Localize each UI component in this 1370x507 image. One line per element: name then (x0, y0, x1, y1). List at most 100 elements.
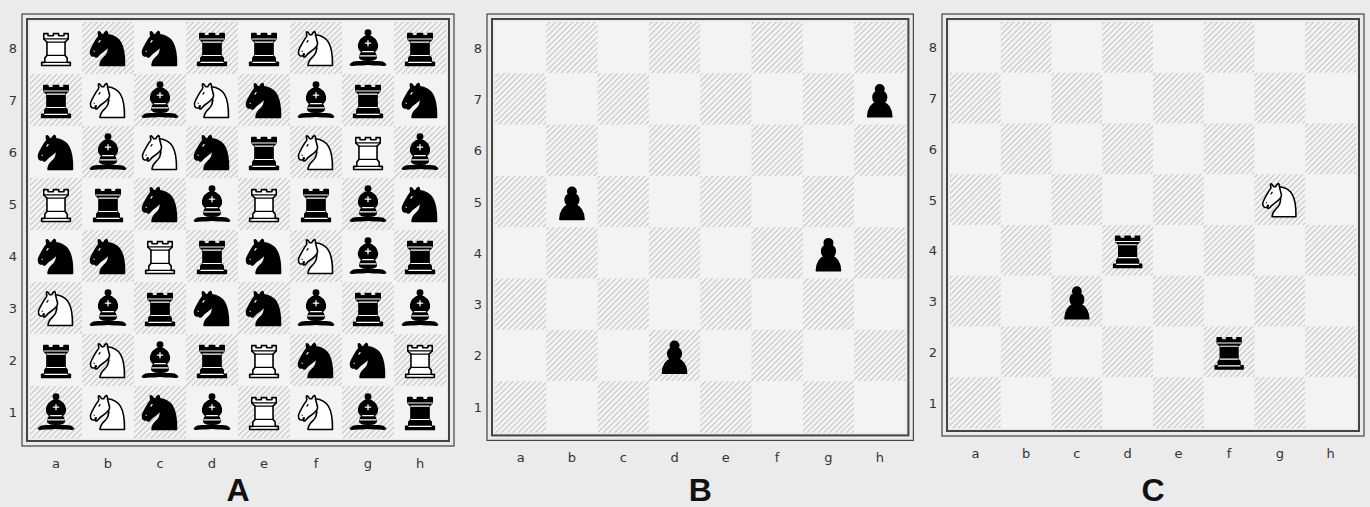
board-square (186, 230, 238, 282)
piece-body (250, 138, 279, 170)
black-rook (198, 242, 227, 274)
board-square (700, 176, 752, 228)
board-square (546, 73, 598, 125)
piece-detail (44, 39, 68, 62)
dark-square-hatch (854, 125, 906, 177)
rank-number: 4 (474, 246, 482, 259)
piece-detail (42, 301, 48, 312)
board-square (1255, 276, 1306, 327)
black-bishop (90, 290, 125, 325)
board-square (186, 282, 238, 334)
board-square (950, 73, 1001, 124)
piece-body (359, 35, 378, 60)
dark-square-hatch (342, 74, 394, 126)
board-square (1305, 276, 1356, 327)
board-square (134, 74, 186, 126)
board-square (30, 230, 82, 282)
board-square (82, 178, 134, 230)
dark-square-hatch (495, 176, 547, 228)
board-square (1153, 225, 1204, 276)
dark-square-hatch (30, 386, 82, 438)
piece-detail (148, 299, 172, 322)
piece-body (99, 139, 118, 164)
piece-detail (200, 351, 224, 374)
piece-body (90, 32, 109, 58)
white-rook (406, 346, 435, 378)
board-square (1102, 174, 1153, 225)
piece-body (38, 292, 57, 318)
black-rook (1114, 236, 1142, 267)
board-square (950, 377, 1001, 428)
board-square (238, 334, 290, 386)
board-square (1204, 327, 1255, 378)
dark-square-hatch (342, 178, 394, 230)
white-rook (354, 138, 383, 170)
board-square (495, 330, 547, 382)
piece-detail (252, 351, 276, 374)
dark-square-hatch (134, 74, 186, 126)
rank-number: 3 (929, 295, 937, 308)
board-square (803, 22, 855, 74)
piece-body (298, 240, 317, 266)
board-square (854, 73, 906, 125)
white-knight (142, 136, 176, 170)
board-square (342, 126, 394, 178)
piece-body (298, 320, 333, 325)
board-square (290, 126, 342, 178)
board-square (1255, 225, 1306, 276)
rank-number: 8 (9, 42, 17, 55)
dark-square-hatch (950, 276, 1001, 327)
piece-detail (198, 301, 204, 312)
piece-body (142, 112, 177, 117)
dark-square-hatch (1153, 73, 1204, 124)
board-square (186, 74, 238, 126)
board-square (1153, 73, 1204, 124)
piece-body (1065, 287, 1089, 319)
black-knight (246, 240, 280, 274)
board-square (546, 381, 598, 433)
board-frame-inner (947, 19, 1359, 431)
piece-body (90, 240, 109, 266)
file-letter: h (416, 457, 424, 470)
black-knight (142, 188, 176, 222)
piece-body (105, 290, 110, 295)
piece-body (151, 87, 170, 112)
piece-detail (250, 301, 256, 312)
black-knight (246, 84, 280, 118)
board-square (1102, 73, 1153, 124)
board-square (1102, 22, 1153, 73)
dark-square-hatch (1052, 377, 1103, 428)
piece-body (1215, 338, 1243, 369)
piece-body (198, 242, 227, 274)
piece-detail (1116, 242, 1140, 265)
piece-body (142, 372, 177, 377)
piece-detail (44, 351, 68, 374)
piece-body (365, 30, 370, 35)
dark-square-hatch (752, 22, 804, 74)
board-square (803, 279, 855, 331)
piece-body (142, 32, 161, 58)
white-knight (194, 84, 228, 118)
file-letter: h (1327, 447, 1335, 460)
dark-square-hatch (950, 73, 1001, 124)
board-square (30, 178, 82, 230)
piece-body (142, 188, 161, 214)
black-pawn (662, 341, 686, 373)
piece-body (298, 112, 333, 117)
board-square (700, 227, 752, 279)
board-square (854, 22, 906, 74)
file-letter: e (260, 457, 268, 470)
board-square (598, 125, 650, 177)
board-square (1052, 124, 1103, 175)
board-square (495, 125, 547, 177)
board-square (394, 178, 446, 230)
piece-body (94, 190, 123, 222)
piece-detail (356, 143, 380, 166)
black-knight (194, 136, 228, 170)
board-square (134, 22, 186, 74)
black-rook (146, 294, 175, 326)
black-knight (90, 240, 124, 274)
rank-number: 1 (929, 396, 937, 409)
piece-body (402, 164, 437, 169)
